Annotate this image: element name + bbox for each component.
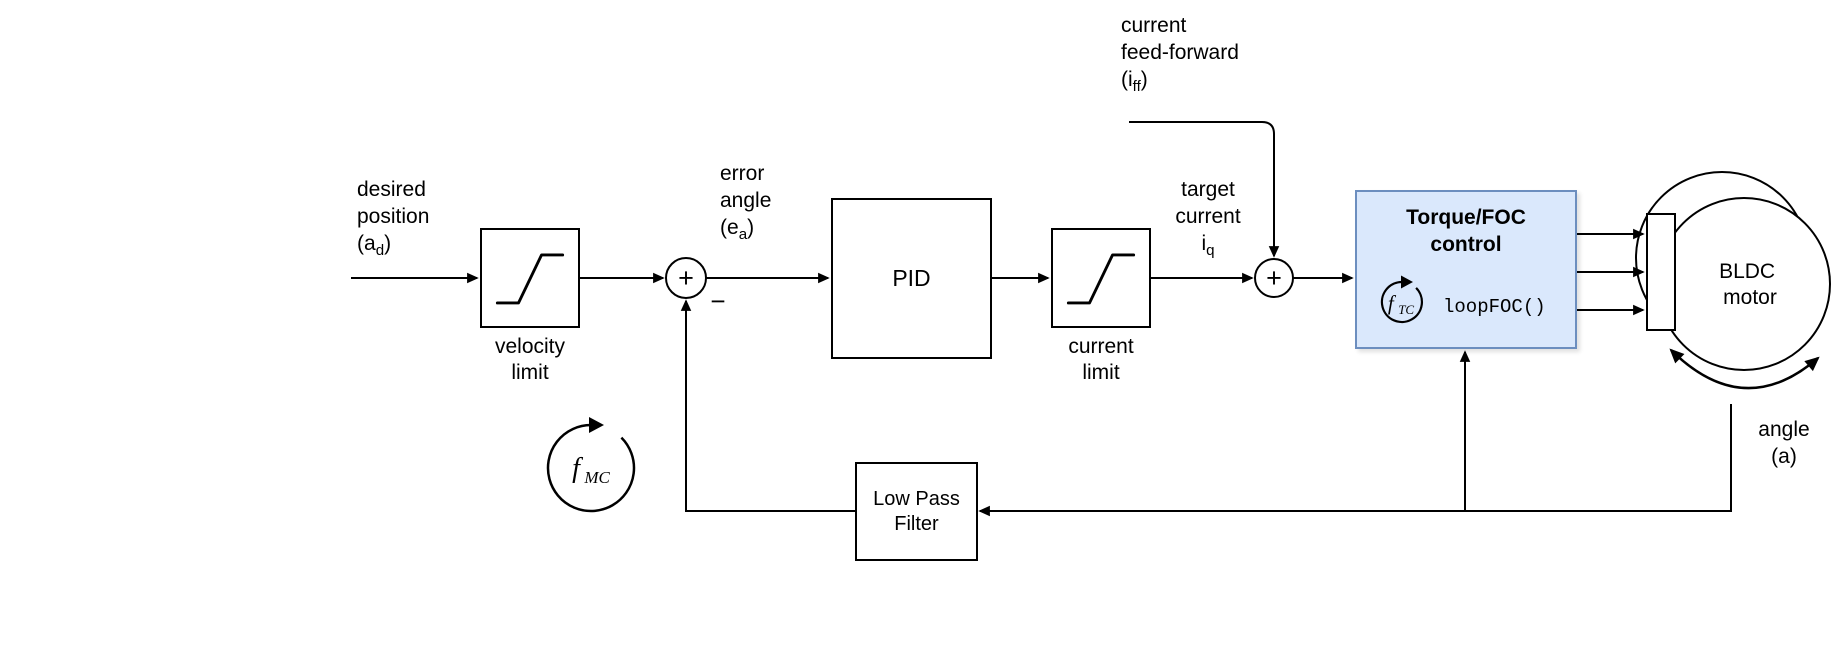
feed-forward-label: current feed-forward (iff) bbox=[1121, 14, 1239, 96]
desired-position-label: desired position (ad) bbox=[357, 178, 430, 260]
sum-junction-1: + − bbox=[665, 257, 726, 316]
sum1-plus-sign: + bbox=[678, 263, 694, 293]
foc-code: loopFOC() bbox=[1443, 296, 1546, 318]
foc-title: Torque/FOC control bbox=[1406, 206, 1526, 256]
ftc-loop-icon: f TC bbox=[1380, 275, 1423, 324]
angle-label: angle (a) bbox=[1758, 418, 1810, 468]
velocity-limit-caption: velocity limit bbox=[494, 335, 566, 384]
fmc-arrowhead bbox=[589, 417, 604, 433]
error-angle-label: error angle (ea) bbox=[720, 162, 772, 244]
sum1-circle bbox=[665, 257, 707, 299]
wire-angle-to-lpf bbox=[978, 404, 1732, 517]
saturation-icon bbox=[495, 253, 565, 305]
sum2-plus-sign: + bbox=[1266, 263, 1282, 293]
current-limit-caption: current limit bbox=[1068, 335, 1134, 384]
velocity-limit-block bbox=[480, 228, 580, 328]
fmc-arc bbox=[546, 423, 636, 513]
pid-label: PID bbox=[892, 265, 931, 291]
sum-junction-2: + bbox=[1254, 258, 1294, 298]
wire-feed-forward bbox=[1129, 121, 1280, 258]
svg-text:f TC: f TC bbox=[1388, 291, 1415, 317]
saturation-icon bbox=[1066, 253, 1136, 305]
fmc-label: f MC bbox=[572, 453, 610, 487]
pid-block: PID bbox=[831, 198, 992, 359]
sum1-minus-sign: − bbox=[710, 286, 725, 316]
motor-front-circle bbox=[1657, 197, 1831, 371]
low-pass-filter-block: Low Pass Filter bbox=[855, 462, 978, 561]
bldc-motor: BLDC motor bbox=[1635, 171, 1831, 390]
wire-lpf-to-sum1 bbox=[680, 299, 855, 512]
torque-foc-block: Torque/FOC control f TC loopFOC() bbox=[1355, 190, 1577, 349]
motor-terminal-block bbox=[1646, 213, 1676, 331]
motor-label: BLDC motor bbox=[1719, 260, 1781, 309]
current-limit-block bbox=[1051, 228, 1151, 328]
sum2-circle bbox=[1254, 258, 1294, 298]
target-current-label: target current iq bbox=[1175, 178, 1241, 260]
fmc-loop-icon: f MC bbox=[546, 417, 636, 513]
motor-rotation-arc bbox=[1669, 348, 1820, 390]
